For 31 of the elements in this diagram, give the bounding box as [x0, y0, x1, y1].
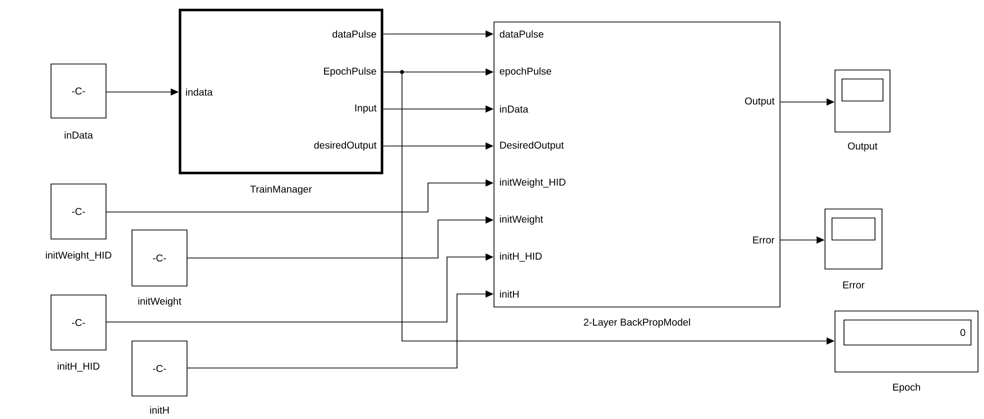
port-label: indata: [186, 88, 213, 96]
port-label: initWeight_HID: [500, 178, 566, 188]
block-label: initH: [150, 406, 169, 414]
port-label: initWeight: [500, 215, 544, 225]
port-label: desiredOutput: [314, 141, 377, 151]
constant-block: -C-: [50, 64, 106, 118]
port-label: inData: [500, 105, 528, 113]
block-label: 2-Layer BackPropModel: [584, 318, 690, 328]
port-label: dataPulse: [332, 30, 376, 38]
port-label: Output: [745, 97, 775, 107]
constant-block: -C-: [132, 230, 188, 286]
constant-block: -C-: [50, 184, 106, 240]
block-label: initH_HID: [58, 362, 100, 372]
port-label: EpochPulse: [324, 67, 376, 77]
display-field: 0: [844, 320, 972, 346]
port-label: initH_HID: [500, 252, 542, 262]
constant-block: -C-: [132, 340, 188, 396]
block-label: Error: [843, 282, 864, 288]
constant-block: -C-: [50, 294, 106, 350]
port-label: DesiredOutput: [500, 141, 564, 151]
block-label: Output: [848, 142, 878, 152]
port-label: epochPulse: [500, 67, 552, 77]
port-label: Error: [753, 236, 774, 244]
port-label: dataPulse: [500, 30, 544, 38]
port-label: Input: [355, 104, 377, 114]
block-label: initWeight: [138, 297, 182, 307]
block-label: initWeight_HID: [46, 251, 112, 261]
block-label: TrainManager: [250, 185, 312, 195]
block-label: inData: [64, 131, 93, 139]
block-label: Epoch: [893, 383, 920, 393]
port-label: initH: [500, 290, 519, 298]
